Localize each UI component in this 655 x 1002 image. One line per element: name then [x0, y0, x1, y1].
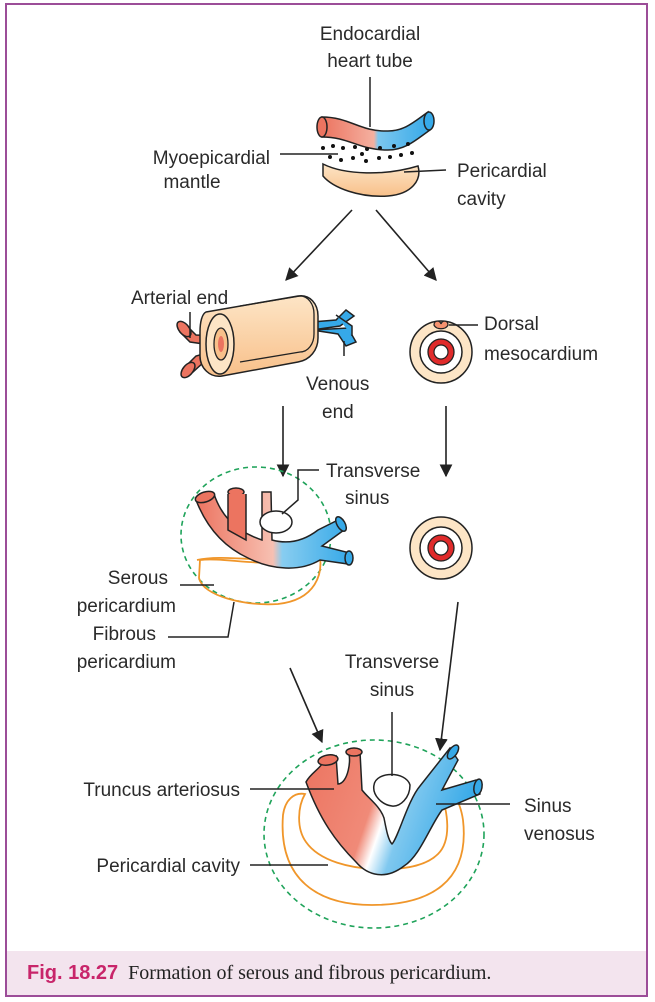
figure-number: Fig. 18.27 [27, 962, 118, 985]
label-transverse-sinus-b-2: sinus [370, 680, 414, 701]
dorsal-mesocardium [434, 321, 448, 329]
label-pericardial-cavity-top-1: Pericardial [457, 161, 547, 182]
stage2-cross-section [410, 321, 472, 383]
figure-caption-text: Formation of serous and fibrous pericard… [128, 962, 491, 985]
heart-final [306, 748, 480, 875]
fibrous-pericardium-ring-small [181, 467, 331, 603]
label-sinus-venosus-2: venosus [524, 824, 595, 845]
label-serous-1: Serous [108, 568, 168, 589]
transverse-sinus-small [260, 511, 292, 533]
stage4-folded-heart [264, 740, 484, 928]
figure-caption: Fig. 18.27 Formation of serous and fibro… [7, 951, 646, 995]
transverse-sinus-large [374, 775, 410, 807]
label-transverse-sinus-a-2: sinus [345, 488, 389, 509]
label-truncus: Truncus arteriosus [83, 780, 240, 801]
label-endocardial-2: heart tube [327, 51, 413, 72]
label-venous-end-2: end [322, 402, 354, 423]
label-myoepicardial-1: Myoepicardial [153, 148, 270, 169]
pericardial-cavity-top [323, 164, 419, 196]
arrow-to-stage2-left [286, 210, 352, 280]
label-dorsal-meso-1: Dorsal [484, 314, 539, 335]
arrow-to-stage4-left [290, 668, 322, 742]
label-fibrous-1: Fibrous [93, 624, 156, 645]
endocardial-heart-tube [322, 112, 430, 150]
label-fibrous-2: pericardium [77, 652, 176, 673]
label-serous-2: pericardium [77, 596, 176, 617]
arrow-to-stage2-right [376, 210, 436, 280]
label-pericardial-cavity-bottom: Pericardial cavity [96, 856, 240, 877]
pericardium-diagram: Endocardial heart tube Myoepicardial man… [0, 0, 655, 950]
label-dorsal-meso-2: mesocardium [484, 344, 598, 365]
label-arterial-end: Arterial end [131, 288, 228, 309]
label-endocardial-1: Endocardial [320, 24, 420, 45]
label-sinus-venosus-1: Sinus [524, 796, 572, 817]
arrow-to-stage4-right [440, 602, 458, 750]
label-transverse-sinus-a-1: Transverse [326, 461, 420, 482]
label-myoepicardial-2: mantle [163, 172, 220, 193]
label-venous-end-1: Venous [306, 374, 369, 395]
label-pericardial-cavity-top-2: cavity [457, 189, 506, 210]
stage3-cross-section [410, 517, 472, 579]
label-transverse-sinus-b-1: Transverse [345, 652, 439, 673]
stage3-bending-heart [181, 467, 353, 604]
